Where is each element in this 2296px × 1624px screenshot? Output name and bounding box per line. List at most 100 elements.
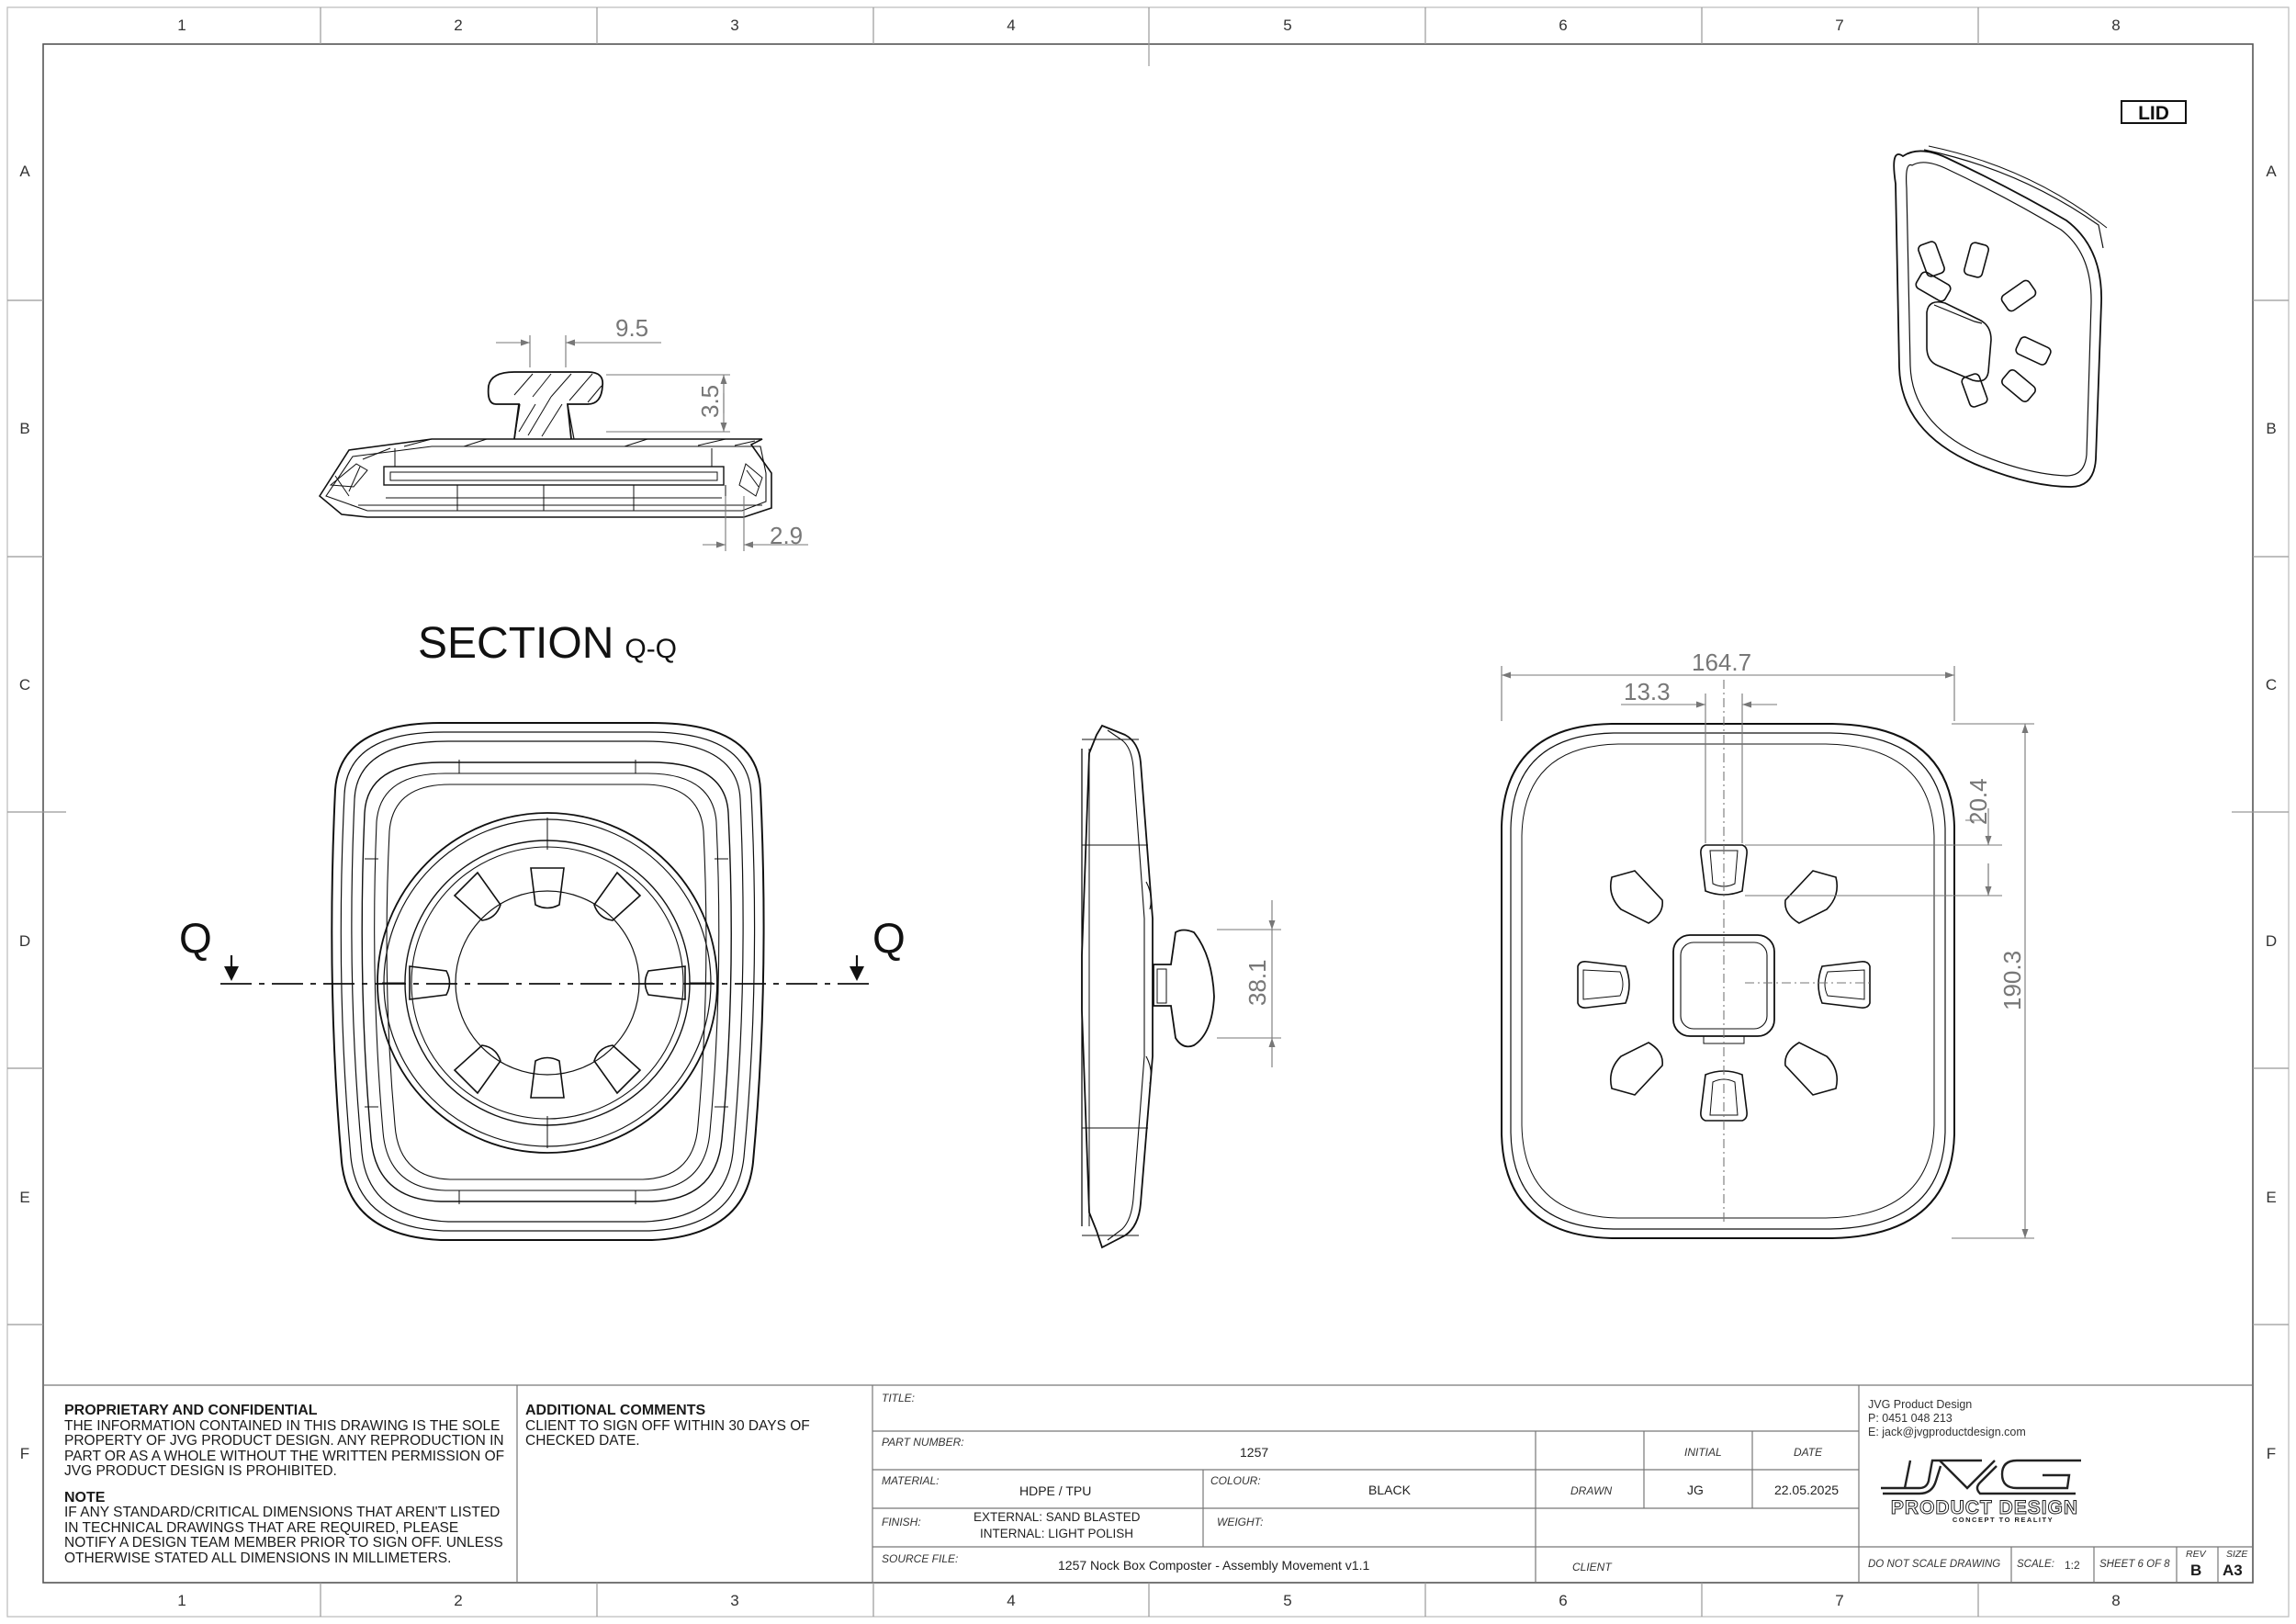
- material-label: MATERIAL:: [882, 1474, 940, 1487]
- proprietary-title: PROPRIETARY AND CONFIDENTIAL: [64, 1403, 318, 1418]
- title-label: TITLE:: [882, 1392, 916, 1404]
- date-label: DATE: [1794, 1446, 1823, 1459]
- col-label: 1: [177, 1592, 186, 1609]
- dim-38-1: 38.1: [1244, 959, 1271, 1006]
- col-label: 2: [454, 1592, 462, 1609]
- finish-label: FINISH:: [882, 1516, 921, 1528]
- source-file-value: 1257 Nock Box Composter - Assembly Movem…: [1058, 1558, 1370, 1573]
- row-label: D: [2266, 932, 2277, 950]
- proprietary-notes: PROPRIETARY AND CONFIDENTIAL THE INFORMA…: [64, 1403, 505, 1566]
- dim-164-7: 164.7: [1692, 648, 1751, 676]
- top-slots: [1577, 844, 1871, 1122]
- col-label: 4: [1007, 17, 1015, 34]
- drawn-label: DRAWN: [1570, 1484, 1613, 1497]
- section-view: 9.5 3.5 2.9: [318, 314, 808, 551]
- side-handle: [1153, 929, 1215, 1048]
- cut-label-right: Q: [872, 914, 906, 962]
- dim-2-9: 2.9: [770, 522, 803, 549]
- dim-13-3: 13.3: [1624, 678, 1671, 705]
- col-label: 6: [1559, 1592, 1567, 1609]
- source-file-label: SOURCE FILE:: [882, 1552, 959, 1565]
- col-label: 2: [454, 17, 462, 34]
- col-label: 7: [1835, 1592, 1843, 1609]
- title-block-grid: [43, 1384, 2253, 1583]
- row-label: F: [2267, 1445, 2276, 1462]
- row-label: F: [20, 1445, 29, 1462]
- drawn-date: 22.05.2025: [1773, 1483, 1840, 1497]
- row-label: C: [2266, 676, 2277, 694]
- top-view: 164.7 13.3 20.4 190.3: [1501, 648, 2034, 1239]
- material-value: HDPE / TPU: [1019, 1483, 1092, 1498]
- note-text: IF ANY STANDARD/CRITICAL DIMENSIONS THAT…: [64, 1505, 503, 1566]
- section-cut-line: Q Q: [179, 914, 906, 985]
- section-outer-profile: [318, 438, 772, 518]
- cut-label-left: Q: [179, 914, 212, 962]
- sheet-number: SHEET 6 OF 8: [2099, 1559, 2170, 1570]
- additional-comments: ADDITIONAL COMMENTS CLIENT TO SIGN OFF W…: [525, 1403, 838, 1449]
- drawn-initial: JG: [1687, 1483, 1704, 1497]
- col-label: 8: [2111, 1592, 2120, 1609]
- logo-text: PRODUCT DESIGN: [1891, 1497, 2078, 1518]
- part-number-label: PART NUMBER:: [882, 1436, 964, 1449]
- col-label: 3: [730, 17, 738, 34]
- col-label: 1: [177, 17, 186, 34]
- scale-label: SCALE:: [2017, 1559, 2054, 1570]
- bottom-view: [331, 722, 765, 1241]
- weight-label: WEIGHT:: [1217, 1516, 1264, 1528]
- size-value: A3: [2223, 1562, 2243, 1579]
- dim-3-5: 3.5: [696, 385, 724, 418]
- side-view: 38.1: [1081, 724, 1281, 1249]
- row-label: C: [19, 676, 30, 694]
- zone-ticks: [7, 7, 2289, 1617]
- row-label: D: [19, 932, 30, 950]
- colour-label: COLOUR:: [1210, 1474, 1261, 1487]
- company-info: JVG Product Design P: 0451 048 213 E: ja…: [1868, 1398, 2026, 1439]
- initial-label: INITIAL: [1684, 1446, 1722, 1459]
- company-logo: PRODUCT DESIGN CONCEPT TO REALITY: [1879, 1453, 2090, 1524]
- company-name: JVG Product Design: [1868, 1398, 1973, 1411]
- dim-9-5: 9.5: [615, 314, 648, 342]
- col-label: 5: [1283, 1592, 1291, 1609]
- colour-value: BLACK: [1368, 1483, 1411, 1497]
- bottom-slots: [409, 867, 686, 1099]
- proprietary-text: THE INFORMATION CONTAINED IN THIS DRAWIN…: [64, 1417, 505, 1479]
- client-label: CLIENT: [1572, 1561, 1612, 1573]
- lid-iso-view: LID: [1893, 100, 2187, 488]
- do-not-scale: DO NOT SCALE DRAWING: [1868, 1559, 2001, 1570]
- row-label: B: [19, 420, 29, 437]
- company-email: E: jack@jvgproductdesign.com: [1868, 1426, 2026, 1438]
- section-handle: [487, 371, 604, 440]
- section-hatch: [362, 373, 756, 460]
- rev-label: REV: [2186, 1549, 2206, 1560]
- scale-value: 1:2: [2065, 1559, 2080, 1572]
- row-label: A: [2266, 163, 2277, 180]
- col-label: 4: [1007, 1592, 1015, 1609]
- finish-internal: INTERNAL: LIGHT POLISH: [980, 1527, 1134, 1540]
- company-phone: P: 0451 048 213: [1868, 1412, 1953, 1425]
- dim-20-4: 20.4: [1964, 778, 1992, 825]
- row-label: A: [19, 163, 30, 180]
- logo-tagline: CONCEPT TO REALITY: [1953, 1516, 2054, 1523]
- note-title: NOTE: [64, 1489, 106, 1506]
- lid-label-box: [2121, 100, 2187, 124]
- col-label: 3: [730, 1592, 738, 1609]
- size-label: SIZE: [2226, 1549, 2248, 1560]
- rev-value: B: [2190, 1562, 2202, 1579]
- row-label: E: [19, 1189, 29, 1206]
- comments-text: CLIENT TO SIGN OFF WITHIN 30 DAYS OF CHE…: [525, 1417, 810, 1449]
- top-dimensions: [1501, 666, 2034, 1239]
- section-dimensions: [496, 335, 808, 551]
- col-label: 5: [1283, 17, 1291, 34]
- dim-190-3: 190.3: [1998, 951, 2026, 1010]
- part-number-value: 1257: [1240, 1445, 1269, 1460]
- lid-iso-slots: [1915, 241, 2052, 408]
- finish-external: EXTERNAL: SAND BLASTED: [974, 1510, 1141, 1524]
- row-label: B: [2266, 420, 2276, 437]
- col-label: 8: [2111, 17, 2120, 34]
- row-label: E: [2266, 1189, 2276, 1206]
- col-label: 7: [1835, 17, 1843, 34]
- zone-labels: 1 2 3 4 5 6 7 8 1 2 3 4 5 6 7 8 A B C D …: [19, 17, 2277, 1609]
- lid-label: LID: [2138, 103, 2169, 124]
